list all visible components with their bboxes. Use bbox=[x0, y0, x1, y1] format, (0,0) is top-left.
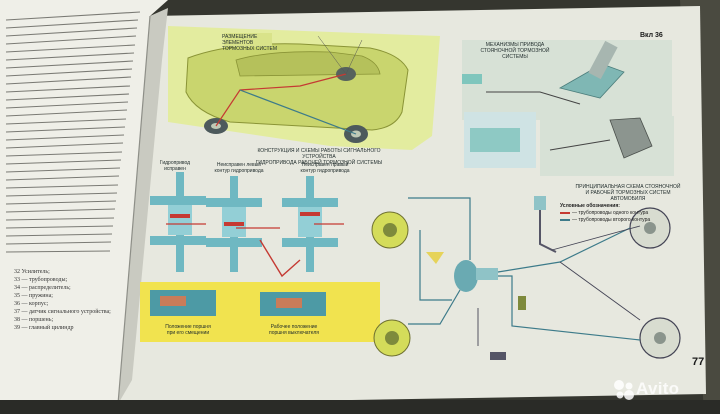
caption-cutaway: Гидропривод исправен bbox=[159, 160, 191, 172]
left-page-text-lines bbox=[5, 11, 141, 253]
caption-hand-brake: МЕХАНИЗМЫ ПРИВОДА СТОЯНОЧНОЙ ТОРМОЗНОЙ С… bbox=[480, 42, 550, 60]
legend-swatch bbox=[560, 211, 570, 214]
caption-fault-left: Неисправен левый контур гидропривода bbox=[214, 162, 264, 174]
figure-label: Вкл 36 bbox=[640, 32, 663, 39]
legend-item-label: — трубопроводы одного контура bbox=[572, 210, 649, 216]
legend-item: — трубопроводы одного контура bbox=[560, 210, 650, 217]
caption-car: РАЗМЕЩЕНИЕ ЭЛЕМЕНТОВ ТОРМОЗНЫХ СИСТЕМ bbox=[222, 34, 278, 52]
car-diagram bbox=[168, 26, 440, 150]
brake-scheme bbox=[371, 196, 681, 360]
caption-signal: КОНСТРУКЦИЯ И СХЕМЫ РАБОТЫ СИГНАЛЬНОГО У… bbox=[255, 148, 383, 166]
legend: Условные обозначения: — трубопроводы одн… bbox=[560, 203, 650, 224]
left-page-note: 32 Усилитель; 33 — трубопроводы; 34 — ра… bbox=[14, 269, 111, 331]
caption-yellow-right: Рабочее положение поршня выключателя bbox=[269, 324, 319, 336]
legend-item: — трубопроводы второго контура bbox=[560, 217, 650, 224]
legend-item-label: — трубопроводы второго контура bbox=[572, 217, 651, 223]
signal-devices bbox=[150, 172, 344, 278]
legend-swatch bbox=[560, 218, 570, 221]
legend-title: Условные обозначения: bbox=[560, 203, 620, 209]
avito-watermark: Avito bbox=[636, 379, 680, 398]
yellow-inset bbox=[140, 282, 380, 342]
caption-scheme: ПРИНЦИПИАЛЬНАЯ СХЕМА СТОЯНОЧНОЙ И РАБОЧЕ… bbox=[575, 184, 681, 202]
avito-logo-icon bbox=[614, 380, 634, 400]
page-number: 77 bbox=[692, 356, 705, 368]
caption-yellow-left: Положение поршня при его смещении bbox=[165, 324, 211, 336]
caption-fault-right: Неисправен правый контур гидропривода bbox=[300, 162, 350, 174]
hand-brake-panel bbox=[462, 40, 674, 176]
